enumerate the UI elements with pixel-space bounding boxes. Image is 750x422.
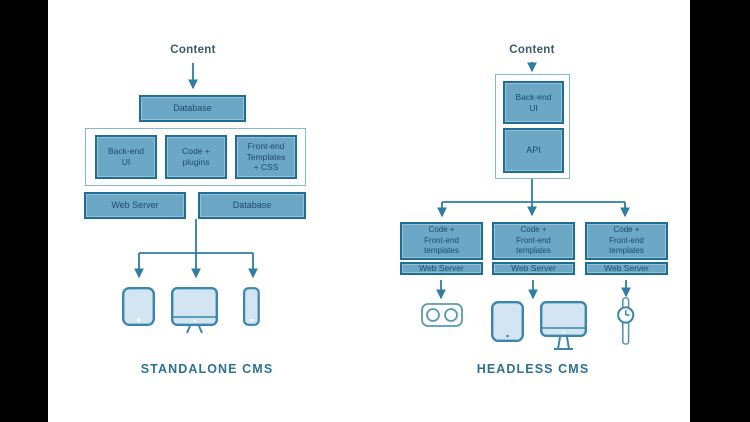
frontend-templates-box: Front-end Templates + CSS bbox=[235, 135, 297, 179]
web-server-box: Web Server bbox=[84, 192, 186, 219]
letterbox-right bbox=[690, 0, 750, 422]
goggles-icon bbox=[421, 303, 463, 327]
database-bottom-box: Database bbox=[198, 192, 306, 219]
web-server-strip-1: Web Server bbox=[400, 262, 483, 275]
content-label-headless: Content bbox=[509, 44, 555, 56]
api-box: API bbox=[503, 128, 564, 173]
flow-arrows bbox=[134, 62, 631, 300]
code-frontend-box-3: Code + Front-end templates bbox=[585, 222, 668, 260]
web-server-strip-3: Web Server bbox=[585, 262, 668, 275]
headless-cms-title: HEADLESS CMS bbox=[476, 362, 590, 376]
backend-ui-box: Back-end UI bbox=[95, 135, 157, 179]
smartwatch-icon bbox=[617, 297, 635, 345]
standalone-cms-title: STANDALONE CMS bbox=[140, 362, 274, 376]
content-label-standalone: Content bbox=[170, 44, 216, 56]
phone-icon bbox=[243, 287, 260, 326]
letterbox-left bbox=[0, 0, 48, 422]
tablet-icon bbox=[122, 287, 155, 326]
backend-ui-box-headless: Back-end UI bbox=[503, 81, 564, 124]
code-frontend-box-2: Code + Front-end templates bbox=[492, 222, 575, 260]
desktop-icon bbox=[171, 287, 218, 334]
code-frontend-box-1: Code + Front-end templates bbox=[400, 222, 483, 260]
desktop-icon-headless bbox=[540, 301, 587, 350]
code-plugins-box: Code + plugins bbox=[165, 135, 227, 179]
web-server-strip-2: Web Server bbox=[492, 262, 575, 275]
database-top-box: Database bbox=[139, 95, 246, 122]
tablet-icon-headless bbox=[491, 301, 524, 342]
